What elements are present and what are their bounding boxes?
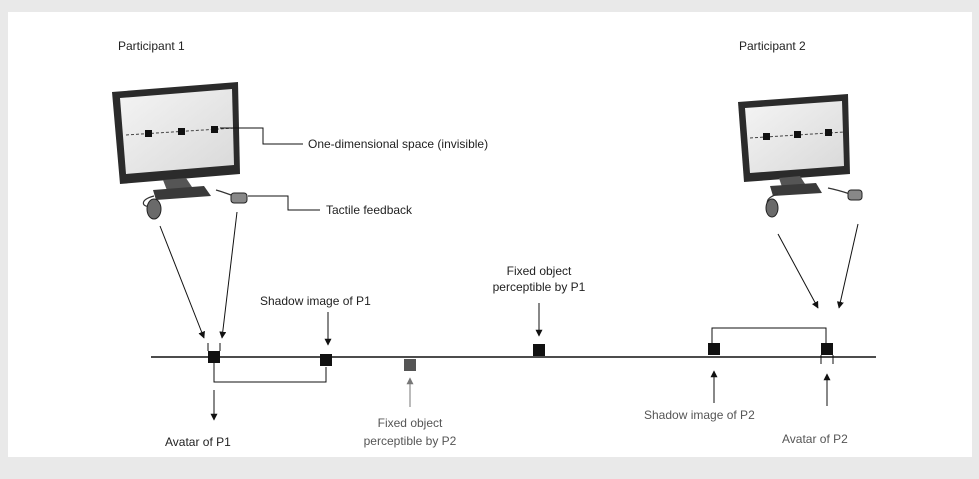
screen-marker [763,133,770,140]
participant-2-label: Participant 2 [739,39,806,53]
perceptual-crossing-diagram: Participant 1 Participant 2 [112,39,876,449]
screen-marker [178,128,185,135]
participant-1-monitor [112,82,240,200]
fixed-p1-label-line2: perceptible by P1 [493,280,586,294]
tactile-annotation: Tactile feedback [326,203,413,217]
participant-2-mouse [765,193,779,218]
fixed-p2-label-line1: Fixed object [378,416,443,430]
p1-mouse-arrow [159,225,205,339]
space-callout-line [220,127,303,145]
fixed-object-p1-square [533,344,545,356]
avatar-p1-square [208,351,220,363]
participant-2-monitor [738,94,850,196]
shadow-p1-label: Shadow image of P1 [260,294,371,308]
fixed-p2-label-line2: perceptible by P2 [364,434,457,448]
figure-panel: Participant 1 Participant 2 [8,12,972,457]
avatar-p1-label: Avatar of P1 [165,435,231,449]
p2-tactile-arrow [836,223,859,309]
screen-marker [211,126,218,133]
space-annotation: One-dimensional space (invisible) [308,137,488,151]
fixed-object-p2-square [404,359,416,371]
shadow-image-p1-square [320,354,332,366]
participant-1-mouse [142,195,162,220]
shadow-p2-label: Shadow image of P2 [644,408,755,422]
p2-shadow-avatar-link [711,327,827,352]
avatar-p2-square [821,343,833,355]
p1-avatar-shadow-link [213,363,327,383]
screen-marker [145,130,152,137]
avatar-p2-label: Avatar of P2 [782,432,848,446]
shadow-image-p2-square [708,343,720,355]
screen-marker [825,129,832,136]
participant-1-label: Participant 1 [118,39,185,53]
p1-tactile-arrow [219,211,238,339]
screen-marker [794,131,801,138]
fixed-p1-label-line1: Fixed object [507,264,572,278]
participant-1-tactile-device [215,189,248,204]
participant-2-tactile-device [827,187,863,201]
p2-mouse-arrow [777,233,819,309]
tactile-callout-line [248,195,320,211]
